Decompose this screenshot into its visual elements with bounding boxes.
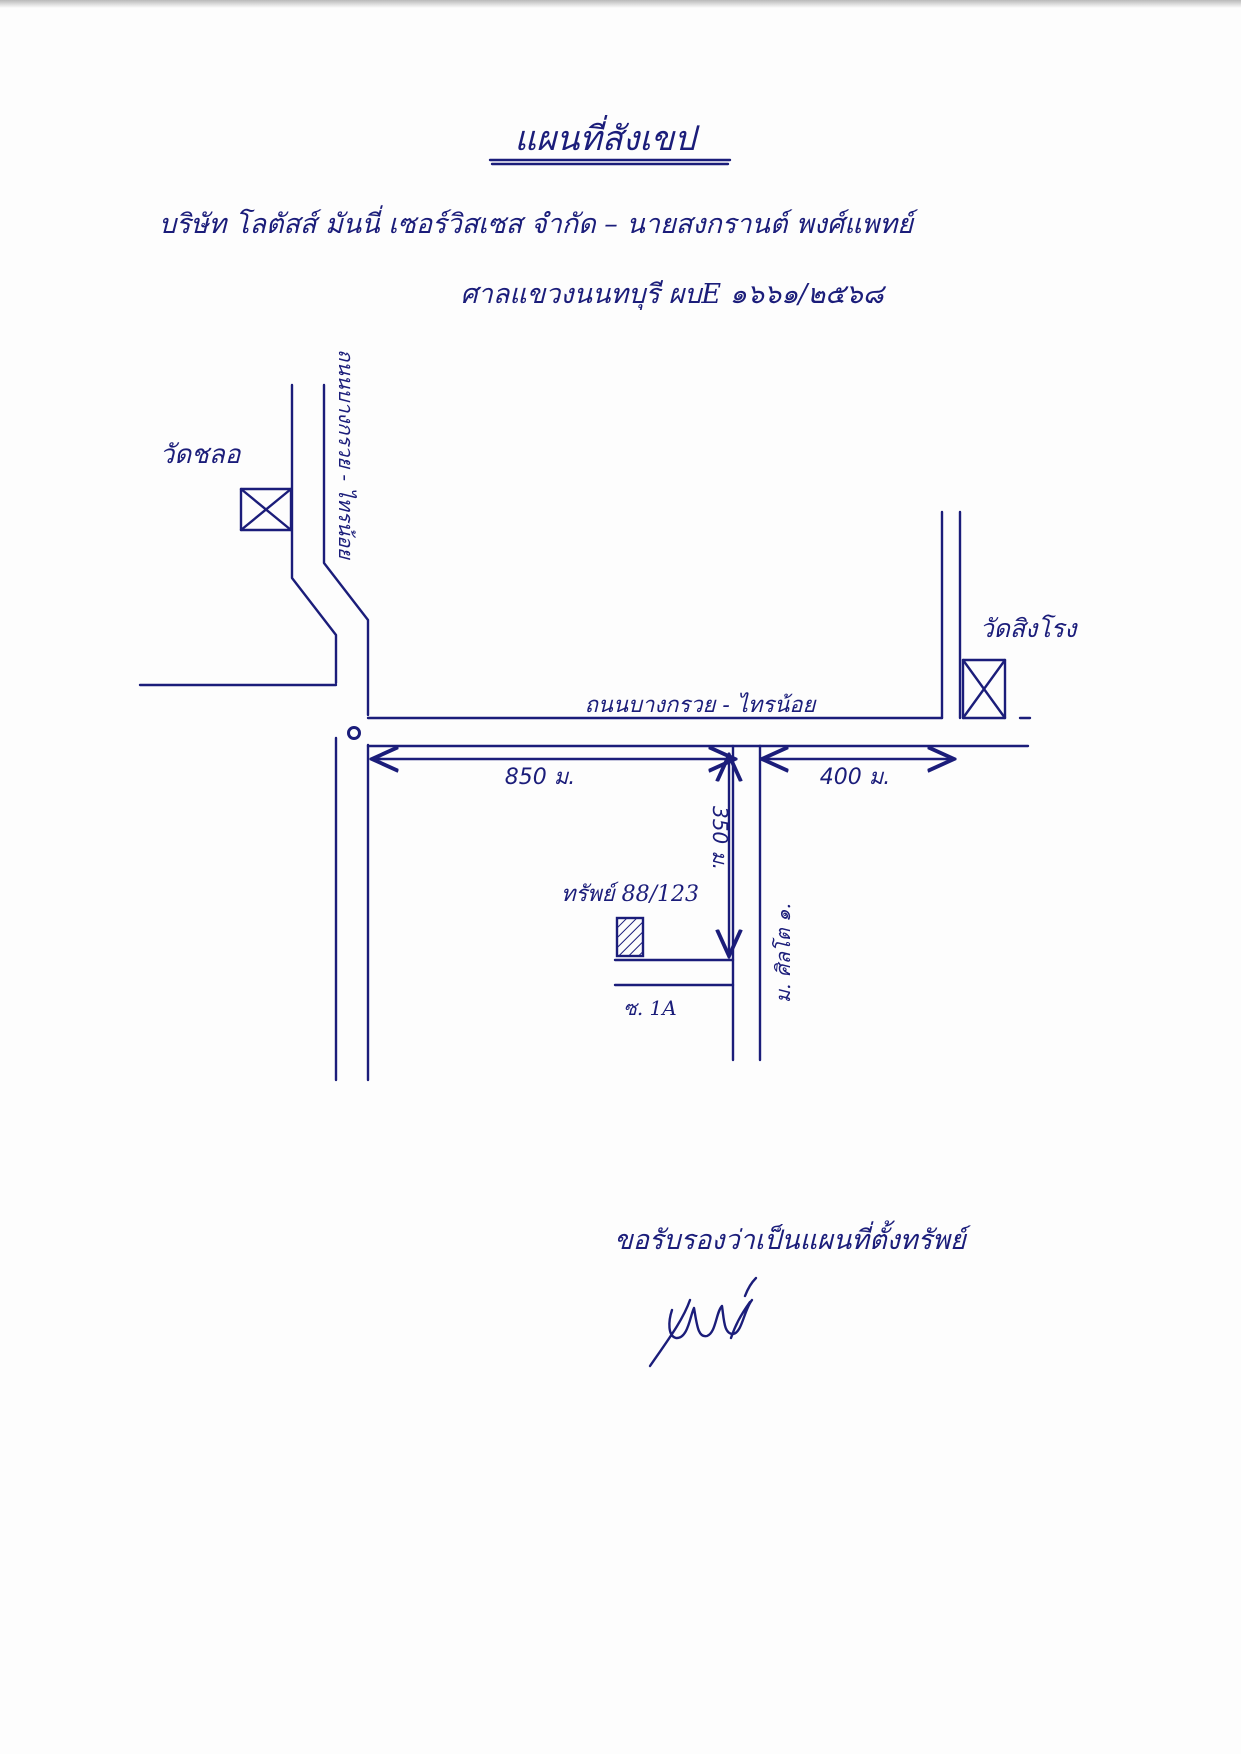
main-road-label: ถนนบางกรวย - ไทรน้อย [585,692,818,718]
temple-right-label: วัดสิงโรง [980,614,1079,643]
soi-label: ซ. 1A [623,996,676,1020]
property-marker-icon [615,916,645,958]
case-line: ศาลแขวงนนทบุรี ผบE ๑๖๖๑/๒๕๖๘ [460,279,886,311]
temple-right-cross [961,658,1007,720]
signature-mark [648,1276,758,1368]
side-road-left-edge [290,383,338,685]
scan-edge-shadow [0,0,1241,8]
side-road-right-edge [322,383,370,717]
temple-right-icon [961,658,1007,720]
temple-left-cross [239,487,293,532]
distance-right-label: 400 ม. [820,765,890,790]
distance-left-label: 850 ม. [505,765,575,790]
parties-line: บริษัท โลตัสส์ มันนี่ เซอร์วิสเซส จำกัด … [159,205,919,240]
side-road-label: ถนนบางกรวย - ไทรน้อย [334,349,358,560]
temple-left-icon [239,487,293,532]
junction-marker-icon [347,726,361,740]
temple-left-label: วัดชลอ [160,440,242,470]
certification-text: ขอรับรองว่าเป็นแผนที่ตั้งทรัพย์ [614,1220,971,1256]
property-label: ทรัพย์ 88/123 [561,881,699,907]
village-road-label: ม. ศิลโต ๑. [771,903,795,1003]
distance-vertical-label: 350 ม. [708,806,732,870]
map-title: แผนที่สังเขป [514,115,700,159]
